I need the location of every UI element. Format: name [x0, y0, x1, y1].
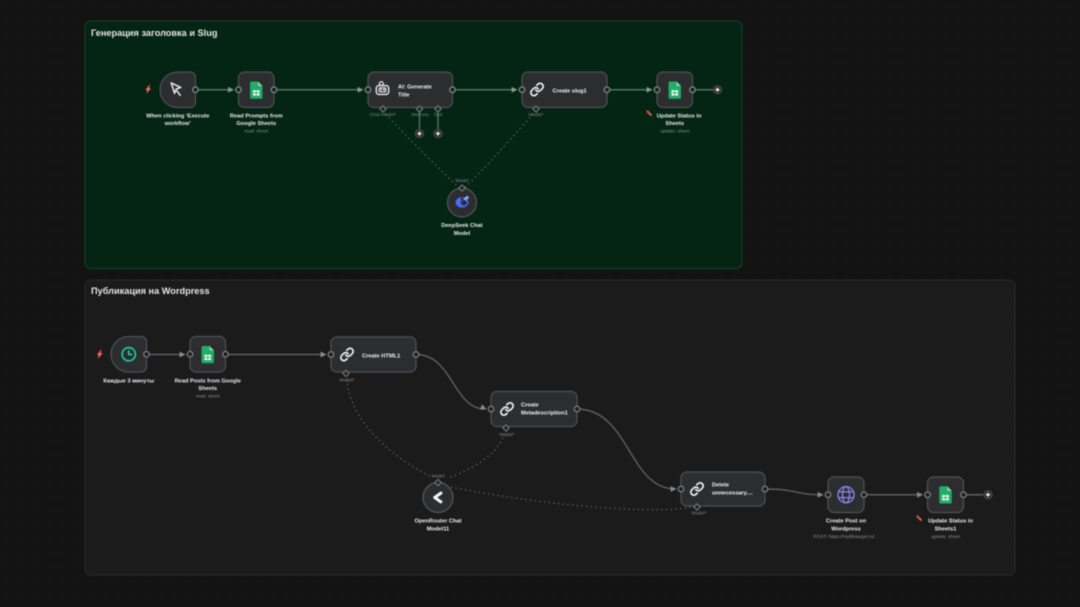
- svg-text:Sheets: Sheets: [198, 386, 217, 392]
- svg-text:read: sheet: read: sheet: [244, 129, 269, 135]
- svg-text:Create: Create: [521, 403, 539, 409]
- svg-text:Model11: Model11: [427, 527, 449, 533]
- svg-text:Model*: Model*: [529, 112, 544, 118]
- svg-text:OpenRouter Chat: OpenRouter Chat: [414, 519, 461, 525]
- svg-text:Chat Model*: Chat Model*: [370, 112, 397, 118]
- svg-text:Публикация на Wordpress: Публикация на Wordpress: [91, 286, 210, 296]
- svg-text:Delete: Delete: [712, 483, 729, 489]
- svg-text:AI: Generate: AI: Generate: [398, 85, 432, 91]
- svg-text:Read Prompts from: Read Prompts from: [230, 114, 283, 120]
- svg-text:Create slug1: Create slug1: [553, 89, 587, 95]
- svg-text:Model: Model: [431, 474, 444, 480]
- svg-text:workflow’: workflow’: [164, 121, 192, 127]
- svg-text:update: sheet: update: sheet: [660, 129, 690, 135]
- svg-text:Title: Title: [398, 93, 410, 99]
- svg-text:Google Sheets: Google Sheets: [236, 121, 276, 127]
- svg-text:Read Posts from Google: Read Posts from Google: [175, 379, 241, 385]
- svg-text:Каждые 3 минуты: Каждые 3 минуты: [103, 379, 154, 385]
- svg-text:Create Post on: Create Post on: [826, 519, 867, 525]
- svg-text:Memory: Memory: [411, 112, 429, 118]
- svg-text:Model*: Model*: [500, 432, 515, 438]
- svg-text:Model: Model: [454, 231, 471, 237]
- svg-text:Model: Model: [455, 178, 468, 184]
- svg-text:unnecessary....: unnecessary....: [712, 491, 753, 497]
- svg-text:Metadescription1: Metadescription1: [521, 411, 568, 417]
- svg-text:DeepSeek Chat: DeepSeek Chat: [441, 223, 483, 229]
- svg-text:Create HTML1: Create HTML1: [362, 354, 400, 360]
- svg-text:update: sheet: update: sheet: [931, 534, 961, 540]
- svg-text:Model*: Model*: [692, 511, 707, 517]
- svg-text:Model*: Model*: [340, 378, 355, 384]
- svg-text:Update Status in: Update Status in: [657, 114, 702, 120]
- svg-text:Tool: Tool: [434, 112, 443, 118]
- svg-text:When clicking ‘Execute: When clicking ‘Execute: [146, 114, 209, 120]
- svg-text:Update Status in: Update Status in: [928, 519, 973, 525]
- svg-text:Wordpress: Wordpress: [831, 527, 861, 533]
- svg-text:Генерация заголовка и Slug: Генерация заголовка и Slug: [91, 28, 217, 38]
- svg-text:read: sheet: read: sheet: [196, 394, 221, 400]
- svg-text:Sheets1: Sheets1: [935, 527, 957, 533]
- svg-text:POST: https://mylifetarget.ru/: POST: https://mylifetarget.ru/...: [813, 534, 878, 540]
- svg-text:Sheets: Sheets: [665, 121, 684, 127]
